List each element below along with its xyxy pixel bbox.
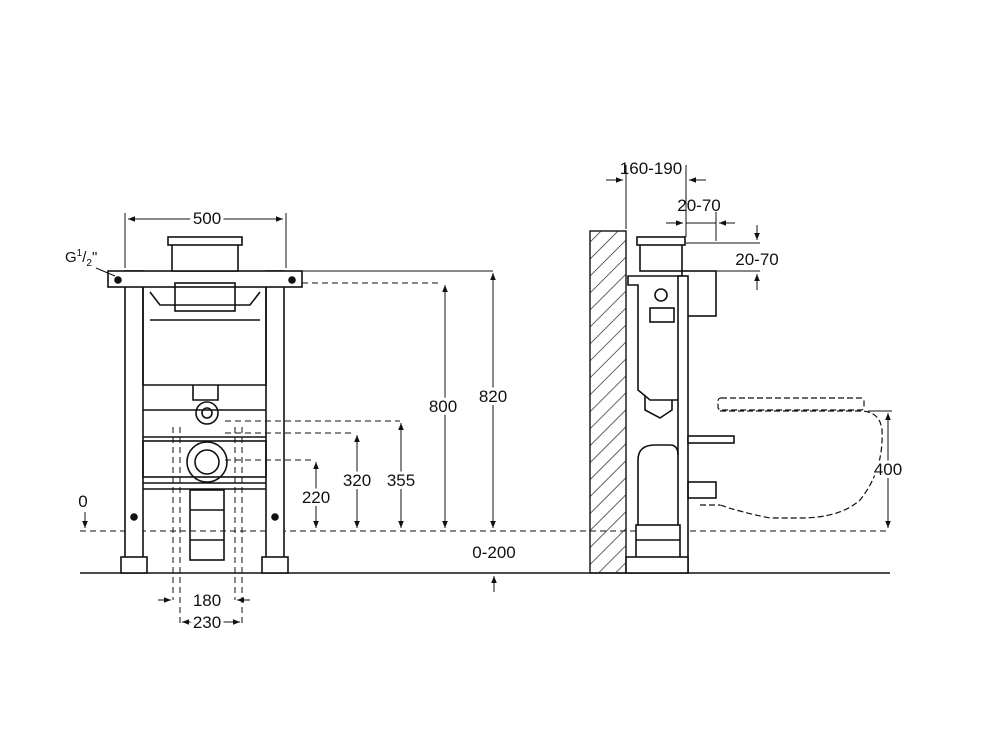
side-view-frame: [625, 236, 735, 574]
dim-label-180: 180: [193, 591, 221, 610]
dimension-bowl-height: 400: [871, 413, 905, 528]
dim-label-500: 500: [193, 209, 221, 228]
zero-level-marker: 0: [78, 492, 88, 528]
side-dashed-guides: [686, 222, 892, 412]
dimension-230: 230: [182, 610, 240, 635]
wall-section: [589, 230, 627, 574]
dimension-320: 320: [340, 435, 374, 528]
dim-label-20-70-v: 20-70: [735, 250, 778, 269]
dim-label-320: 320: [343, 471, 371, 490]
dimension-offset-vertical: 20-70: [732, 225, 782, 290]
dim-label-800: 800: [429, 397, 457, 416]
dim-label-355: 355: [387, 471, 415, 490]
dimension-500: 500: [124, 206, 287, 268]
dim-label-0-200: 0-200: [472, 543, 515, 562]
dim-label-220: 220: [302, 488, 330, 507]
front-dashed-guides: [172, 270, 493, 625]
dimension-820: 820: [476, 273, 510, 528]
dimension-800: 800: [426, 285, 460, 528]
dim-label-230: 230: [193, 613, 221, 632]
dimension-355: 355: [384, 423, 418, 528]
dimension-floor-adjust: 0-200: [472, 543, 516, 592]
dim-label-160-190: 160-190: [620, 159, 682, 178]
dimension-180: 180: [158, 591, 250, 610]
dim-label-820: 820: [479, 387, 507, 406]
pipe-thread-label: G1/2": [65, 248, 116, 277]
dim-label-400: 400: [874, 460, 902, 479]
svg-text:G1/2": G1/2": [65, 248, 97, 269]
dimension-offset-horizontal: 20-70: [666, 196, 735, 241]
front-view-frame: [107, 236, 303, 574]
dimension-depth: 160-190: [606, 159, 706, 237]
dimension-220: 220: [299, 462, 333, 528]
dim-label-20-70-h: 20-70: [677, 196, 720, 215]
dim-label-zero: 0: [78, 492, 87, 511]
toilet-bowl: [700, 397, 883, 519]
